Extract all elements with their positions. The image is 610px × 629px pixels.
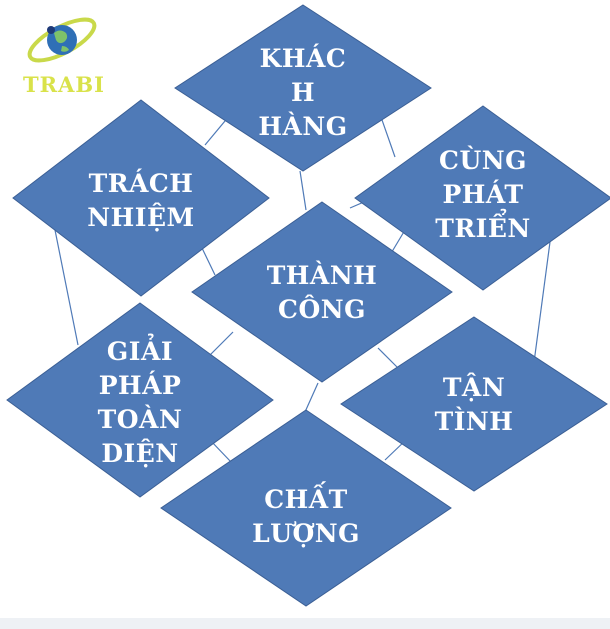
diamond-label-line: KHÁC [260, 44, 347, 73]
diamond-label-line: CÙNG [439, 146, 527, 175]
globe-land [54, 30, 68, 44]
connector-line [532, 241, 551, 371]
diamond-giai-phap: GIẢI PHÁP TOÀN DIỆN [6, 302, 274, 498]
connector-line [54, 229, 79, 346]
connector-line [209, 331, 234, 356]
diamond-chat-luong: CHẤT LƯỢNG [160, 409, 452, 607]
diamond-khach-hang: KHÁC H HÀNG [174, 4, 432, 172]
diamond-shape [191, 201, 453, 383]
diamond-label-line: TRÁCH [89, 169, 194, 198]
diamond-label-line: THÀNH [267, 261, 378, 290]
connector-line [299, 170, 307, 211]
globe-icon [27, 17, 97, 63]
diamond-label-line: HÀNG [258, 112, 347, 141]
globe-land [61, 46, 69, 52]
diamond-label-line: PHÁT [442, 180, 523, 209]
connector-line [304, 382, 319, 413]
diamond-label-line: CHẤT [264, 482, 348, 514]
diamond-thanh-cong: THÀNH CÔNG [191, 201, 453, 383]
diamond-label-line: H [291, 78, 315, 107]
trabi-logo: TRABI [23, 17, 105, 97]
diamond-shape [12, 99, 270, 297]
diamond-label-line: GIẢI [107, 334, 173, 366]
diamond-label-line: NHIỆM [87, 203, 194, 232]
bottom-band [0, 618, 610, 629]
logo-text: TRABI [23, 72, 105, 97]
diamond-label-line: LƯỢNG [252, 519, 360, 548]
diamond-label-line: TRIỂN [435, 210, 530, 243]
connector-line [201, 247, 216, 276]
diamond-label-line: PHÁP [99, 371, 182, 400]
connector-line [377, 347, 399, 369]
diamond-shape [340, 316, 608, 492]
diamond-tan-tinh: TẬN TÌNH [340, 316, 608, 492]
diamond-label-line: DIỆN [101, 439, 178, 468]
diamond-label-line: TẬN [443, 373, 505, 402]
globe-dot [47, 26, 55, 34]
diamond-label-line: TOÀN [98, 405, 183, 434]
diamond-label-line: TÌNH [435, 407, 514, 436]
diamond-shape [354, 105, 610, 291]
diamond-trach-nhiem: TRÁCH NHIỆM [12, 99, 270, 297]
diamond-shape [6, 302, 274, 498]
diamond-shape [160, 409, 452, 607]
diamond-label-line: CÔNG [278, 295, 366, 324]
diamond-shape [174, 4, 432, 172]
